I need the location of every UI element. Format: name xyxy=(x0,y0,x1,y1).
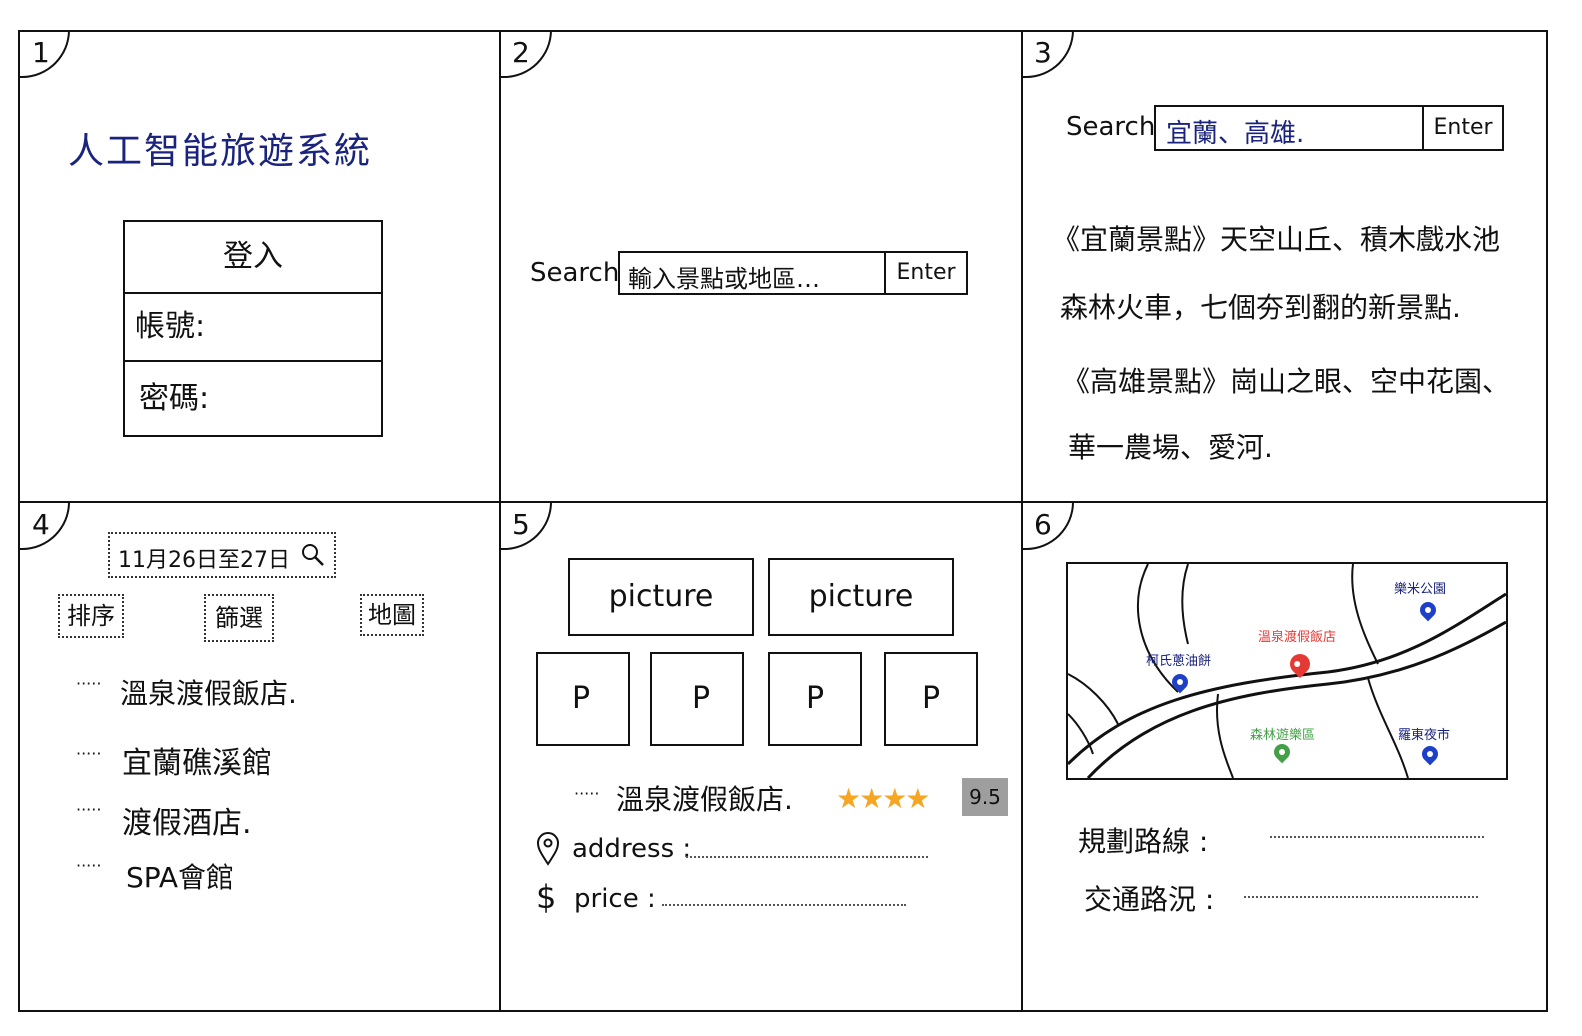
map-label-hotel: 溫泉渡假飯店 xyxy=(1258,630,1337,645)
picture-small[interactable]: P xyxy=(768,652,862,746)
account-field[interactable]: 帳號: xyxy=(125,292,381,362)
panel-number: 3 xyxy=(1034,36,1052,69)
picture-small[interactable]: P xyxy=(536,652,630,746)
result-line: 森林火車，七個夯到翻的新景點. xyxy=(1060,291,1461,324)
panel-number: 2 xyxy=(512,36,530,69)
list-bullet: ····· xyxy=(76,744,102,763)
divider-horizontal xyxy=(18,501,1548,503)
panel-4-hotel-list: 4 11月26日至27日 排序 篩選 地圖 ····· 溫泉渡假飯店. ····… xyxy=(18,502,499,1012)
route-field[interactable] xyxy=(1270,836,1484,838)
map-view[interactable]: 樂米公園 溫泉渡假飯店 柯氏蔥油餅 森林遊樂區 羅東夜市 xyxy=(1066,562,1508,780)
search-label: Search xyxy=(1066,112,1156,142)
panel-2-search: 2 Search 輸入景點或地區… Enter xyxy=(500,30,1021,501)
picture-small[interactable]: P xyxy=(884,652,978,746)
enter-button[interactable]: Enter xyxy=(1422,105,1504,151)
traffic-field[interactable] xyxy=(1244,896,1478,898)
panel-number: 6 xyxy=(1034,508,1052,541)
star-rating: ★★★★ xyxy=(836,782,930,815)
sort-button[interactable]: 排序 xyxy=(58,594,124,638)
date-search-field[interactable]: 11月26日至27日 xyxy=(108,532,336,578)
panel-3-results-text: 3 Search 宜蘭、高雄. Enter 《宜蘭景點》天空山丘、積木戲水池 森… xyxy=(1022,30,1548,501)
list-bullet: ····· xyxy=(76,674,102,693)
search-input[interactable]: 宜蘭、高雄. xyxy=(1154,105,1424,151)
date-value: 11月26日至27日 xyxy=(118,548,290,573)
panel-5-hotel-detail: 5 picture picture P P P P ····· 溫泉渡假飯店. … xyxy=(500,502,1021,1012)
list-item[interactable]: 渡假酒店. xyxy=(122,806,252,841)
panel-6-route-map: 6 樂米公園 溫泉渡假飯店 柯氏蔥油餅 森林遊樂區 羅東夜市 規劃路線 : 交通… xyxy=(1022,502,1548,1012)
app-title: 人工智能旅遊系統 xyxy=(68,131,373,172)
result-line: 《高雄景點》崗山之眼、空中花園、 xyxy=(1062,365,1511,398)
map-label-scallion-pancake: 柯氏蔥油餅 xyxy=(1146,654,1212,669)
hotel-name: 溫泉渡假飯店. xyxy=(616,783,793,816)
map-label-forest: 森林遊樂區 xyxy=(1250,728,1316,743)
map-roads xyxy=(1068,564,1506,778)
price-field[interactable] xyxy=(662,904,906,906)
map-label-park: 樂米公園 xyxy=(1394,582,1447,597)
panel-number: 1 xyxy=(32,36,50,69)
address-field[interactable] xyxy=(686,856,928,858)
search-icon xyxy=(302,544,324,566)
login-header: 登入 xyxy=(125,222,381,294)
search-placeholder: 輸入景點或地區… xyxy=(628,265,820,293)
map-button[interactable]: 地圖 xyxy=(360,594,424,636)
result-line: 《宜蘭景點》天空山丘、積木戲水池 xyxy=(1052,223,1501,256)
panel-number: 4 xyxy=(32,508,50,541)
picture-large[interactable]: picture xyxy=(768,558,954,636)
list-bullet: ····· xyxy=(76,856,102,875)
list-bullet: ····· xyxy=(574,784,600,803)
panel-number: 5 xyxy=(512,508,530,541)
list-item[interactable]: SPA會館 xyxy=(126,861,235,894)
location-pin-icon xyxy=(536,832,560,866)
search-label: Search xyxy=(530,258,620,288)
dollar-icon: $ xyxy=(536,878,557,916)
filter-button[interactable]: 篩選 xyxy=(204,594,274,642)
list-bullet: ····· xyxy=(76,800,102,819)
price-label: price : xyxy=(574,884,656,914)
password-field[interactable]: 密碼: xyxy=(139,381,210,416)
list-item[interactable]: 宜蘭礁溪館 xyxy=(122,746,272,781)
address-label: address : xyxy=(572,834,692,864)
rating-badge: 9.5 xyxy=(962,778,1008,816)
map-label-night-market: 羅東夜市 xyxy=(1398,728,1451,743)
result-line: 華一農場、愛河. xyxy=(1068,431,1273,464)
search-value: 宜蘭、高雄. xyxy=(1166,119,1305,149)
enter-button[interactable]: Enter xyxy=(884,251,968,295)
route-label: 規劃路線 : xyxy=(1078,825,1209,858)
panel-1-login: 1 人工智能旅遊系統 登入 帳號: 密碼: xyxy=(18,30,499,501)
login-form: 登入 帳號: 密碼: xyxy=(123,220,383,437)
picture-small[interactable]: P xyxy=(650,652,744,746)
list-item[interactable]: 溫泉渡假飯店. xyxy=(120,677,297,710)
traffic-label: 交通路況 : xyxy=(1084,883,1215,916)
search-input[interactable]: 輸入景點或地區… xyxy=(618,251,886,295)
picture-large[interactable]: picture xyxy=(568,558,754,636)
